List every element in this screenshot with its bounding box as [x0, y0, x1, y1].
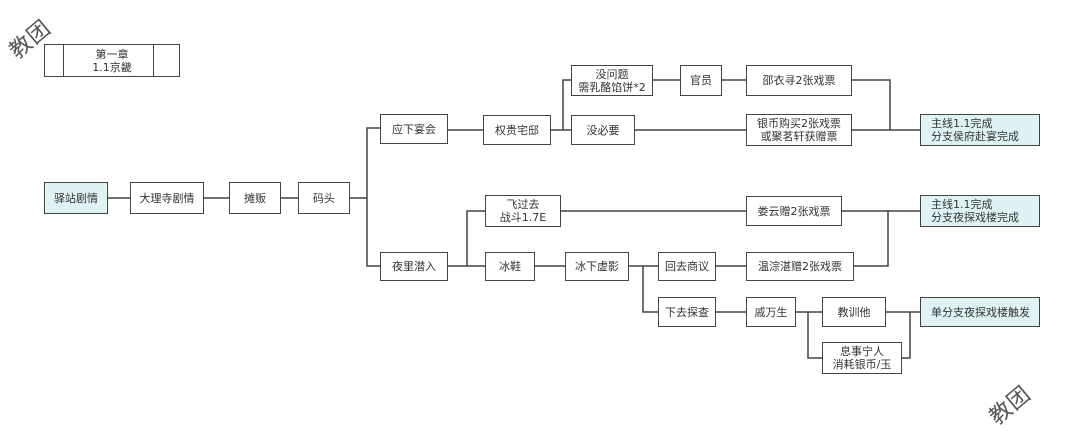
node-yingxia: 应下宴会: [380, 114, 448, 144]
node-matou: 码头: [298, 182, 350, 214]
node-feiguoqu: 飞过去 战斗1.7E: [485, 195, 561, 227]
chapter-label: 第一章: [95, 47, 129, 61]
node-jiaoxun: 教训他: [822, 297, 886, 327]
connector: [902, 312, 911, 359]
node-end-single: 单分支夜探戏楼触发: [920, 297, 1040, 327]
connector: [854, 211, 889, 267]
node-shaoyixun: 邵衣寻2张戏票: [746, 65, 852, 96]
node-xiaqu: 下去探查: [658, 297, 716, 327]
connector: [807, 312, 822, 359]
node-qiwan: 戚万生: [746, 297, 796, 327]
connector: [466, 210, 485, 267]
node-dalisi: 大理寺剧情: [130, 182, 204, 214]
node-bingxia: 冰下虚影: [565, 252, 629, 281]
connector: [642, 266, 658, 313]
section-label: 1.1京畿: [92, 60, 132, 74]
node-tanfan: 摊贩: [229, 182, 281, 214]
node-guanyuan: 官员: [680, 65, 722, 96]
title-divider: [63, 45, 64, 76]
node-yeli: 夜里潜入: [380, 252, 448, 281]
connector: [366, 127, 380, 267]
title-divider: [153, 45, 154, 76]
node-meiwenti: 没问题 需乳酪馅饼*2: [571, 65, 653, 96]
node-wencong: 温淙湛赠2张戏票: [746, 252, 854, 281]
connector: [562, 79, 571, 131]
node-bingxie: 冰鞋: [485, 252, 535, 281]
node-huiqu: 回去商议: [658, 252, 716, 281]
node-end-yetan: 主线1.1完成 分支夜探戏楼完成: [920, 195, 1040, 227]
node-louyun: 娄云赠2张戏票: [746, 196, 842, 226]
node-end-houfu: 主线1.1完成 分支侯府赴宴完成: [920, 114, 1040, 146]
node-quangui: 权贵宅邸: [483, 115, 551, 145]
connector: [852, 79, 891, 130]
node-yinbi: 银币购买2张戏票 或聚茗轩获赠票: [746, 114, 852, 146]
node-yizhan: 驿站剧情: [44, 182, 108, 214]
node-xishi: 息事宁人 消耗银币/玉: [822, 342, 902, 374]
node-meibiyao: 没必要: [571, 115, 635, 145]
